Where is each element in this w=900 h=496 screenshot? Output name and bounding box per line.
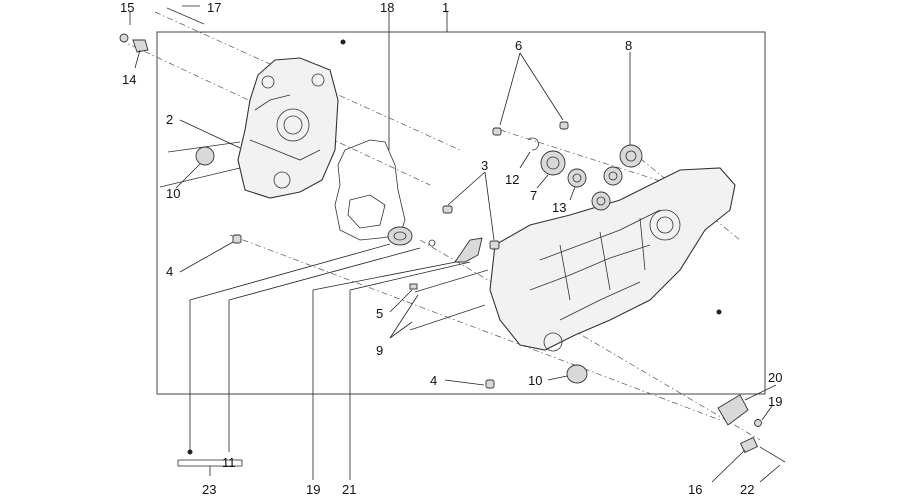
bolts-top-left bbox=[119, 7, 205, 53]
callout-20: 20 bbox=[768, 370, 782, 385]
callout-17: 17 bbox=[207, 0, 221, 15]
callout-1: 1 bbox=[442, 0, 449, 15]
callout-labels: 1 2 3 4 4 5 6 7 8 9 10 10 11 12 13 14 15… bbox=[120, 0, 782, 496]
bearings bbox=[527, 137, 643, 211]
callout-19-right: 19 bbox=[768, 394, 782, 409]
callout-5: 5 bbox=[376, 306, 383, 321]
callout-11: 11 bbox=[222, 455, 236, 470]
callout-10-lower: 10 bbox=[528, 373, 542, 388]
callout-21: 21 bbox=[342, 482, 356, 496]
gasket bbox=[334, 139, 406, 241]
leader-lines bbox=[129, 5, 781, 483]
assembly-frame bbox=[156, 31, 766, 395]
callout-7: 7 bbox=[530, 188, 537, 203]
callout-19-bottom: 19 bbox=[306, 482, 320, 496]
callout-9: 9 bbox=[376, 343, 383, 358]
callout-16: 16 bbox=[688, 482, 702, 496]
callout-14: 14 bbox=[122, 72, 136, 87]
callout-3: 3 bbox=[481, 158, 488, 173]
callout-8: 8 bbox=[625, 38, 632, 53]
callout-23: 23 bbox=[202, 482, 216, 496]
small-bracket bbox=[454, 237, 483, 263]
right-crankcase-half bbox=[489, 167, 736, 352]
callout-18: 18 bbox=[380, 0, 394, 15]
callout-22: 22 bbox=[740, 482, 754, 496]
studs bbox=[159, 141, 489, 331]
callout-10-upper: 10 bbox=[166, 186, 180, 201]
callout-4-upper: 4 bbox=[166, 264, 173, 279]
seal-bushing bbox=[387, 226, 436, 247]
callout-15: 15 bbox=[120, 0, 134, 15]
callout-13: 13 bbox=[552, 200, 566, 215]
dowels bbox=[232, 121, 569, 389]
external-parts bbox=[717, 394, 786, 463]
bushings bbox=[195, 146, 588, 384]
callout-12: 12 bbox=[505, 172, 519, 187]
callout-4-lower: 4 bbox=[430, 373, 437, 388]
callout-2: 2 bbox=[166, 112, 173, 127]
callout-6: 6 bbox=[515, 38, 522, 53]
left-crankcase-half bbox=[237, 39, 346, 199]
